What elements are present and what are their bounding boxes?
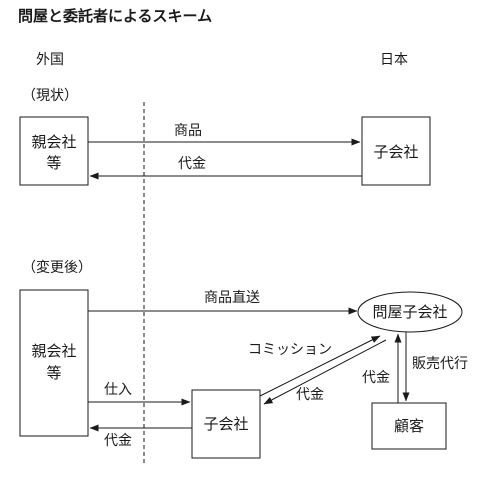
agent-payment-arrow (263, 339, 387, 405)
commission-agent-ellipse (357, 291, 463, 333)
current-subsidiary-label: 子会社 (373, 143, 418, 161)
purchase-label: 仕入 (104, 382, 132, 398)
direct-shipment-label: 商品直送 (204, 289, 260, 306)
changed-parent-label-line2: 等 (46, 364, 61, 382)
parent-payment-label: 代金 (104, 433, 132, 449)
current-subsidiary-box (361, 116, 431, 186)
commission-agent-label: 問屋子会社 (372, 303, 447, 321)
customer-payment-label: 代金 (362, 370, 390, 386)
section-changed-label: （変更後） (22, 259, 92, 276)
current-parent-label-line2: 等 (46, 154, 61, 172)
changed-parent-label-line1: 親会社 (31, 342, 76, 360)
commission-arrow (259, 335, 381, 397)
changed-subsidiary-label: 子会社 (203, 415, 248, 433)
customer-box (371, 402, 447, 450)
commission-label: コミッション (248, 342, 332, 358)
diagram-title: 問屋と委託者によるスキーム (18, 7, 212, 25)
sales-agency-label: 販売代行 (412, 356, 468, 372)
changed-subsidiary-box (191, 389, 261, 459)
section-current-label: （現状） (22, 88, 78, 104)
current-parent-box (19, 116, 89, 186)
region-japan-label: 日本 (380, 52, 408, 68)
current-payment-label: 代金 (178, 156, 206, 172)
agent-payment-label: 代金 (296, 387, 324, 403)
current-parent-label-line1: 親会社 (31, 133, 76, 151)
customer-label: 顧客 (394, 417, 424, 435)
region-foreign-label: 外国 (36, 52, 64, 68)
current-goods-label: 商品 (174, 123, 202, 139)
changed-parent-box (19, 289, 89, 437)
